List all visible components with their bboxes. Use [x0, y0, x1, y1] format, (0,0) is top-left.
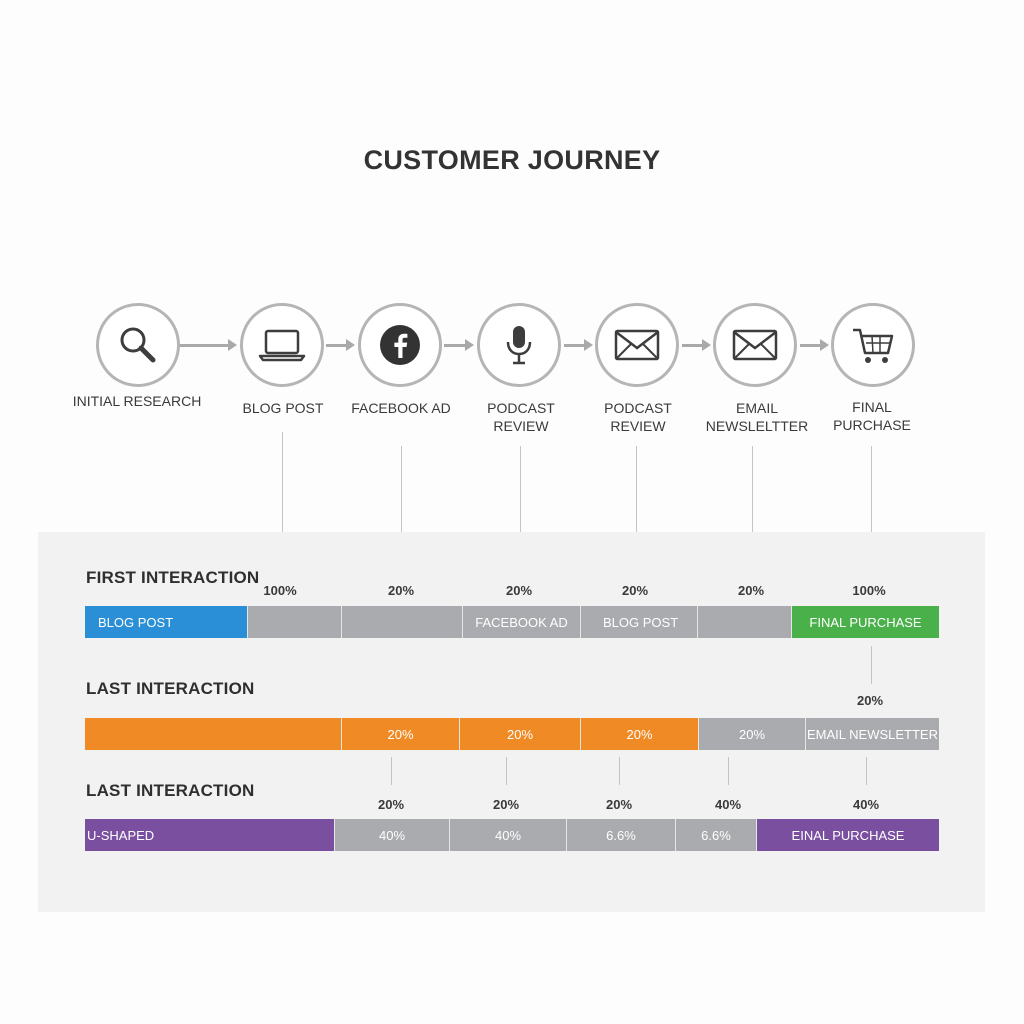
attribution-bar-last: 20% 20% 20% 20% EMAIL NEWSLETTER	[85, 718, 939, 750]
attribution-bar-u-shaped: U-SHAPED 40% 40% 6.6% 6.6% EINAL PURCHAS…	[85, 819, 939, 851]
percentage-label: 100%	[852, 583, 886, 598]
bar-segment	[342, 606, 463, 638]
drop-line	[282, 432, 283, 572]
flow-arrow	[800, 339, 829, 351]
step-blog-post[interactable]	[240, 303, 324, 387]
percentage-label: 40%	[714, 797, 742, 812]
flow-arrow	[682, 339, 711, 351]
bar-segment: EMAIL NEWSLETTER	[806, 718, 939, 750]
bar-segment: U-SHAPED	[85, 819, 335, 851]
bar-segment: 20%	[342, 718, 460, 750]
journey-flow: INITIAL RESEARCH BLOG POST FACEBOOK AD P…	[72, 303, 915, 572]
bar-segment: BLOG POST	[85, 606, 248, 638]
bar-segment: 6.6%	[676, 819, 757, 851]
percentage-label: 40%	[852, 797, 880, 812]
step-label: PODCAST REVIEW	[604, 400, 672, 434]
bar-segment	[698, 606, 792, 638]
laptop-icon	[258, 329, 306, 362]
step-label: FINAL PURCHASE	[833, 399, 911, 433]
percentage-label: 20%	[387, 583, 415, 598]
tick-line	[506, 757, 507, 785]
drop-line	[520, 446, 521, 572]
step-label: BLOG POST	[242, 400, 324, 416]
percentage-label: 20%	[856, 693, 884, 708]
drop-line	[871, 446, 872, 572]
bar-segment: 20%	[460, 718, 581, 750]
bar-segment: BLOG POST	[581, 606, 698, 638]
tick-line	[871, 646, 872, 684]
percentage-label: 20%	[492, 797, 520, 812]
step-label: PODCAST REVIEW	[487, 400, 555, 434]
bar-segment: EINAL PURCHASE	[757, 819, 939, 851]
bar-segment: 20%	[581, 718, 699, 750]
step-label: FACEBOOK AD	[351, 400, 451, 416]
step-podcast-review[interactable]	[477, 303, 561, 387]
envelope-icon	[732, 329, 778, 361]
bar-segment: 40%	[335, 819, 450, 851]
drop-line	[636, 446, 637, 572]
page-title: CUSTOMER JOURNEY	[363, 145, 661, 175]
envelope-icon	[614, 329, 660, 361]
flow-arrow	[444, 339, 474, 351]
search-icon	[120, 327, 156, 363]
step-label: INITIAL RESEARCH	[72, 393, 202, 409]
percentage-label: 20%	[621, 583, 649, 598]
bar-segment	[85, 718, 342, 750]
percentage-label: 20%	[605, 797, 633, 812]
flow-arrow	[326, 339, 355, 351]
row-title-first-interaction: FIRST INTERACTION	[86, 568, 260, 587]
percentage-label: 20%	[377, 797, 405, 812]
tick-line	[391, 757, 392, 785]
flow-arrow	[564, 339, 593, 351]
bar-segment	[248, 606, 342, 638]
bar-segment: 20%	[699, 718, 806, 750]
bar-segment: 6.6%	[567, 819, 676, 851]
bar-segment: FACEBOOK AD	[463, 606, 581, 638]
step-final-purchase[interactable]	[831, 303, 915, 387]
drop-line	[752, 446, 753, 572]
step-label: EMAIL NEWSLELTTER	[705, 400, 809, 434]
attribution-bar-first: BLOG POST FACEBOOK AD BLOG POST FINAL PU…	[85, 606, 939, 638]
microphone-icon	[506, 326, 532, 365]
drop-line	[401, 446, 402, 572]
step-email-newsletter[interactable]	[713, 303, 797, 387]
shopping-cart-icon	[853, 328, 894, 363]
tick-line	[866, 757, 867, 785]
tick-line	[728, 757, 729, 785]
flow-arrow	[178, 339, 237, 351]
percentage-label: 20%	[737, 583, 765, 598]
facebook-icon	[380, 325, 420, 365]
bar-segment: 40%	[450, 819, 567, 851]
row-title-u-shaped: LAST INTERACTION	[86, 781, 255, 800]
percentage-label: 20%	[505, 583, 533, 598]
tick-line	[619, 757, 620, 785]
step-podcast-review-2[interactable]	[595, 303, 679, 387]
step-initial-research[interactable]	[96, 303, 180, 387]
bar-segment: FINAL PURCHASE	[792, 606, 939, 638]
step-facebook-ad[interactable]	[358, 303, 442, 387]
row-title-last-interaction: LAST INTERACTION	[86, 679, 255, 698]
percentage-label: 100%	[263, 583, 297, 598]
